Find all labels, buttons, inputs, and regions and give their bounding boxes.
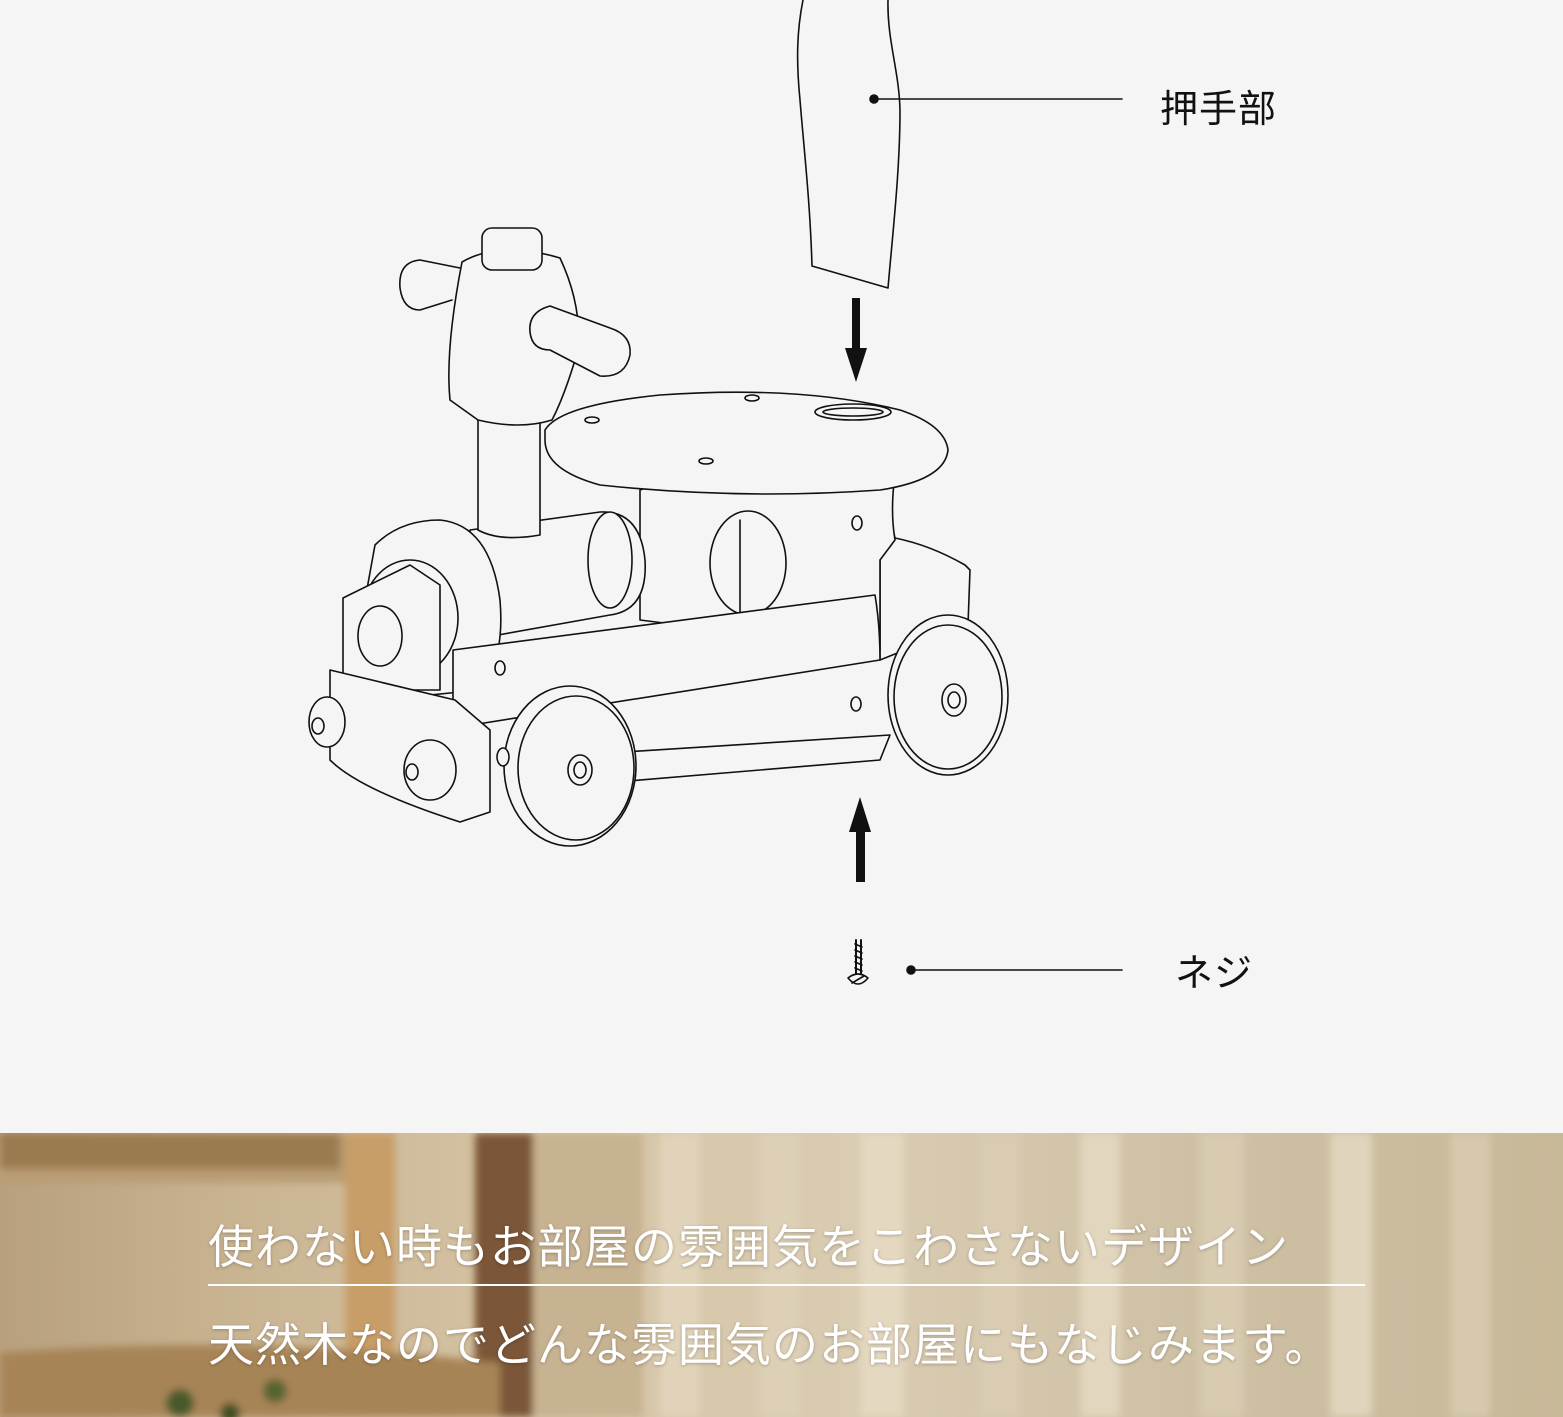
toy-train	[308, 227, 1009, 847]
caption-divider	[208, 1284, 1365, 1286]
up-arrow	[849, 797, 871, 882]
room-photo-image	[0, 1133, 1490, 1417]
down-arrow	[845, 298, 867, 382]
room-photo-banner: 使わない時もお部屋の雰囲気をこわさないデザイン 天然木なのでどんな雰囲気のお部屋…	[0, 1133, 1563, 1417]
screw-label: ネジ	[1175, 951, 1254, 995]
caption-line-1: 使わない時もお部屋の雰囲気をこわさないデザイン	[208, 1220, 1289, 1274]
handle-label: 押手部	[1160, 87, 1278, 131]
handle-part	[796, 0, 1123, 289]
screw-part	[847, 939, 1123, 985]
caption-line-2: 天然木なのでどんな雰囲気のお部屋にもなじみます。	[208, 1318, 1332, 1372]
assembly-diagram	[308, 0, 1123, 985]
